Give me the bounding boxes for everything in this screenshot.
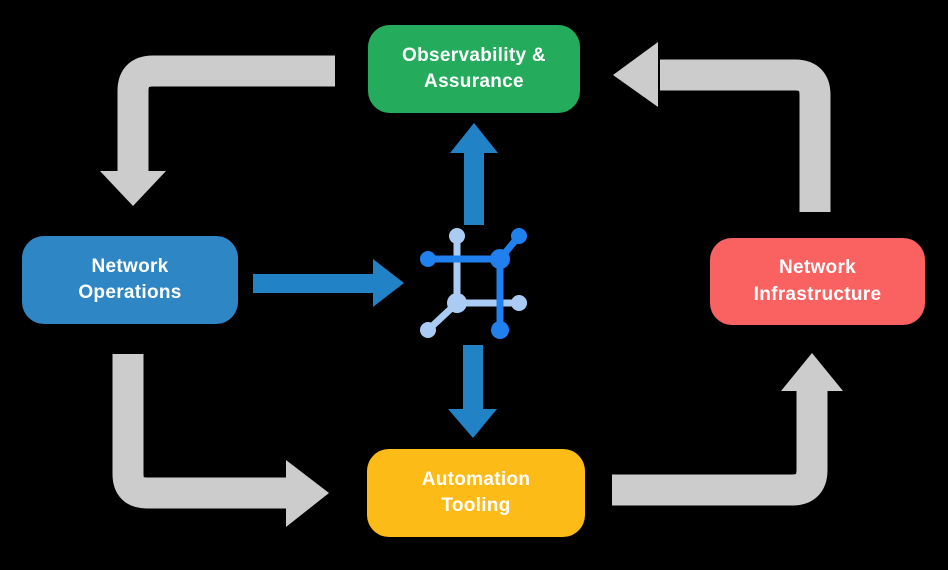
hub-arrow-hub-to-automation — [448, 345, 497, 438]
network-node-bright-dots — [420, 228, 527, 339]
node-automation-tooling: Automation Tooling — [367, 449, 585, 537]
cycle-arrow-observability-to-operations — [100, 55, 335, 206]
network-node-light-dots — [420, 228, 527, 338]
hub-arrow-operations-to-hub — [253, 259, 404, 307]
node-automation-tooling-label: Automation Tooling — [421, 468, 531, 516]
node-network-infrastructure-label: Network Infrastructure — [753, 257, 882, 305]
node-observability-assurance-label: Observability & Assurance — [402, 44, 546, 92]
node-network-operations: Network Operations — [22, 236, 238, 324]
cycle-arrow-operations-to-automation — [112, 354, 329, 527]
node-network-operations-label: Network Operations — [78, 255, 182, 303]
hub-arrow-hub-to-observability — [450, 123, 498, 225]
cycle-arrow-infrastructure-to-observability — [613, 42, 831, 212]
node-network-infrastructure: Network Infrastructure — [710, 238, 925, 325]
node-observability-assurance: Observability & Assurance — [368, 25, 580, 113]
network-node-icon — [420, 228, 527, 339]
cycle-arrow-automation-to-infrastructure — [612, 353, 843, 506]
